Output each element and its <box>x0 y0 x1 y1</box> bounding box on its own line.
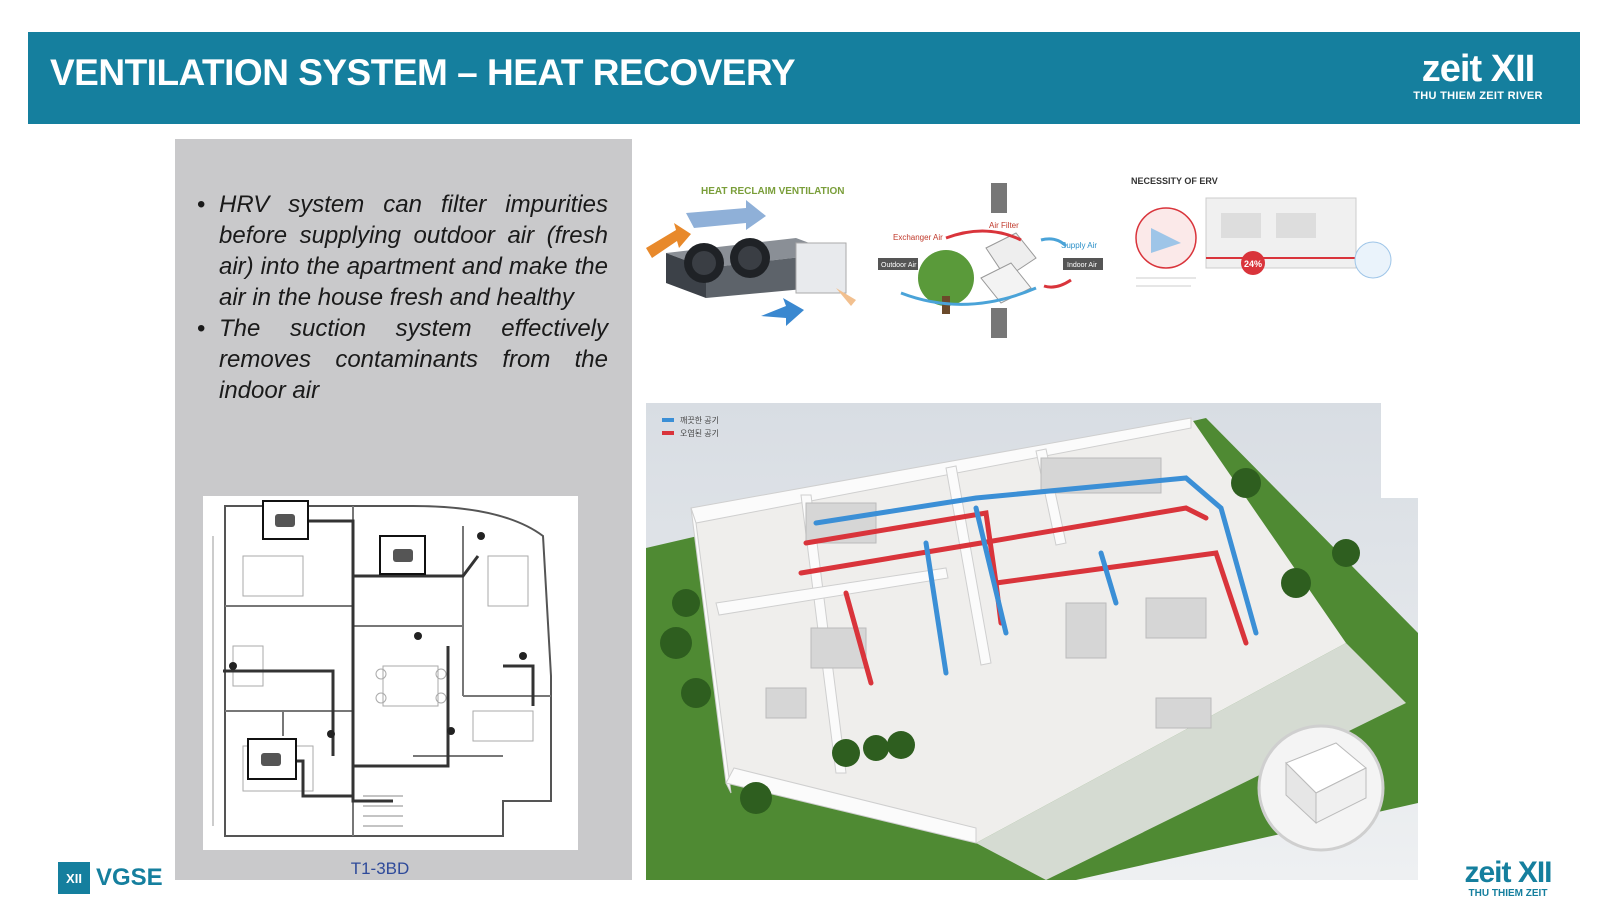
vgse-logo: XII VGSE <box>58 862 163 894</box>
bullet-list: •HRV system can filter impurities before… <box>191 189 608 406</box>
footer-logo-word: zeit <box>1464 856 1511 889</box>
text-panel: •HRV system can filter impurities before… <box>175 139 632 880</box>
bullet-text: HRV system can filter impurities before … <box>219 191 608 311</box>
bullet-text: The suction system effectively removes c… <box>219 315 608 404</box>
vgse-mark: XII <box>58 862 90 894</box>
exchanger-air-label: Exchanger Air <box>893 233 943 242</box>
legend-polluted-air: 오염된 공기 <box>680 428 719 438</box>
footer-zeit-logo: zeit XII THU THIEM ZEIT <box>1448 856 1568 900</box>
floor-plan-drawing <box>203 496 578 850</box>
indoor-air-label: Indoor Air <box>1067 262 1098 269</box>
house-ventilation-illustration: 깨끗한 공기 오염된 공기 <box>646 403 1418 880</box>
footer-logo-subtitle: THU THIEM ZEIT <box>1468 888 1548 899</box>
logo-subtitle: THU THIEM ZEIT RIVER <box>1413 90 1543 102</box>
floor-plan-caption: T1-3BD <box>350 859 410 878</box>
zeit-logo: zeit XII THU THIEM ZEIT RIVER <box>1398 50 1558 110</box>
heat-exchange-diagram: Exchanger Air Air Filter Supply Air Outd… <box>878 183 1103 338</box>
ventilation-diagrams: HEAT RECLAIM VENTILATION Exchanger Air A… <box>646 168 1426 358</box>
erv-necessity-diagram: NECESSITY OF ERV 24% <box>1131 176 1392 287</box>
floor-plan-svg <box>203 496 578 850</box>
supply-air-label: Supply Air <box>1061 241 1097 250</box>
bullet-item: •The suction system effectively removes … <box>197 315 608 404</box>
legend-clean-air: 깨끗한 공기 <box>680 415 719 425</box>
diagram-strip-svg: HEAT RECLAIM VENTILATION Exchanger Air A… <box>646 176 1392 338</box>
header-bar: VENTILATION SYSTEM – HEAT RECOVERY zeit … <box>28 32 1580 124</box>
erv-percent: 24% <box>1244 259 1262 269</box>
hrv-title: HEAT RECLAIM VENTILATION <box>701 186 845 197</box>
logo-mark: XII <box>1490 48 1535 90</box>
air-filter-label: Air Filter <box>989 221 1019 230</box>
footer-logo-mark: XII <box>1517 856 1553 889</box>
erv-title: NECESSITY OF ERV <box>1131 176 1218 186</box>
bullet-item: •HRV system can filter impurities before… <box>197 191 608 311</box>
hrv-unit-illustration: HEAT RECLAIM VENTILATION <box>646 186 856 326</box>
page-title: VENTILATION SYSTEM – HEAT RECOVERY <box>50 52 796 93</box>
outdoor-air-label: Outdoor Air <box>881 262 917 269</box>
vgse-text: VGSE <box>96 864 163 891</box>
house-svg: 깨끗한 공기 오염된 공기 <box>646 403 1418 880</box>
logo-word: zeit <box>1421 48 1482 90</box>
